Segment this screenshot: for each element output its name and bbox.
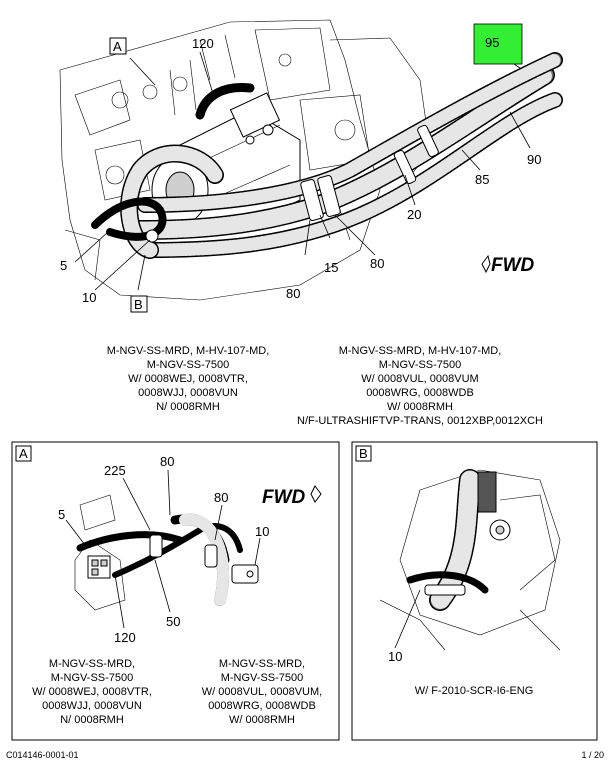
detail-b-marker: B (359, 446, 368, 461)
fwd-arrow: FWD (481, 254, 535, 276)
svg-text:N/ 0008RMH: N/ 0008RMH (60, 714, 124, 726)
svg-text:N/ 0008RMH: N/ 0008RMH (156, 401, 220, 413)
svg-text:M-NGV-SS-MRD, M-HV-107-MD,: M-NGV-SS-MRD, M-HV-107-MD, (339, 345, 502, 357)
detail-a-caption-right: M-NGV-SS-MRD, M-NGV-SS-7500 W/ 0008VUL, … (202, 658, 322, 726)
svg-text:M-NGV-SS-7500: M-NGV-SS-7500 (147, 359, 230, 371)
svg-text:0008WJJ, 0008VUN: 0008WJJ, 0008VUN (42, 700, 142, 712)
view-b-marker-box (130, 295, 148, 313)
detail-a-fwd-arrow: FWD (262, 485, 322, 508)
main-caption-right: M-NGV-SS-MRD, M-HV-107-MD, M-NGV-SS-7500… (297, 345, 543, 427)
svg-text:W/ 0008WEJ, 0008VTR,: W/ 0008WEJ, 0008VTR, (32, 686, 152, 698)
svg-text:W/ 0008VUL, 0008VUM: W/ 0008VUL, 0008VUM (361, 373, 478, 385)
detail-a-panel: A 225 (11, 441, 340, 741)
callout-80-right: 80 (370, 256, 384, 271)
svg-text:W/ 0008RMH: W/ 0008RMH (229, 714, 295, 726)
detail-a-callout-80-mid: 80 (214, 490, 228, 505)
callout-5: 5 (60, 258, 67, 273)
cable-5-drawing (91, 197, 167, 241)
detail-b-drawing (379, 469, 561, 651)
main-illustration: A B 95 120 90 85 20 80 15 80 5 10 FWD (59, 19, 563, 313)
svg-text:M-NGV-SS-7500: M-NGV-SS-7500 (221, 672, 304, 684)
callout-120: 120 (192, 36, 214, 51)
detail-b-caption: W/ F-2010-SCR-I6-ENG (415, 685, 534, 697)
view-a-marker-box (109, 37, 127, 55)
view-a-marker: A (113, 39, 122, 54)
callout-85: 85 (475, 172, 489, 187)
callout-80-left: 80 (286, 286, 300, 301)
detail-a-marker: A (19, 446, 28, 461)
detail-a-callout-50: 50 (166, 614, 180, 629)
footer-page: 1 / 20 (581, 750, 604, 760)
svg-text:0008WRG, 0008WDB: 0008WRG, 0008WDB (366, 387, 474, 399)
detail-a-callout-225: 225 (104, 463, 126, 478)
detail-a-leaders (65, 469, 261, 629)
callout-95-highlight (473, 23, 523, 65)
cable-120-drawing (195, 82, 255, 120)
detail-a-callout-120: 120 (114, 630, 136, 645)
svg-text:W/ 0008VUL, 0008VUM,: W/ 0008VUL, 0008VUM, (202, 686, 322, 698)
view-b-marker: B (134, 297, 143, 312)
callout-20: 20 (407, 207, 421, 222)
detail-b-leader-10 (394, 589, 421, 649)
callout-95: 95 (485, 35, 499, 50)
callout-90: 90 (527, 152, 541, 167)
clamps-drawing (145, 124, 439, 243)
callout-10: 10 (82, 290, 96, 305)
svg-text:FWD: FWD (491, 255, 535, 276)
svg-text:M-NGV-SS-7500: M-NGV-SS-7500 (51, 672, 134, 684)
callout-15: 15 (324, 260, 338, 275)
detail-a-callout-5: 5 (58, 507, 65, 522)
svg-text:M-NGV-SS-MRD,: M-NGV-SS-MRD, (219, 658, 305, 670)
main-leaders (74, 51, 531, 291)
svg-text:FWD: FWD (262, 487, 306, 508)
svg-text:0008WJJ, 0008VUN: 0008WJJ, 0008VUN (138, 387, 238, 399)
detail-a-callout-10: 10 (255, 524, 269, 539)
main-caption-left: M-NGV-SS-MRD, M-HV-107-MD, M-NGV-SS-7500… (107, 345, 270, 413)
svg-text:M-NGV-SS-7500: M-NGV-SS-7500 (379, 359, 462, 371)
svg-text:N/F-ULTRASHIFTVP-TRANS, 0012XB: N/F-ULTRASHIFTVP-TRANS, 0012XBP,0012XCH (297, 415, 543, 427)
detail-b-callout-10: 10 (388, 649, 402, 664)
detail-b-braided-sleeve (477, 471, 497, 513)
svg-text:M-NGV-SS-MRD,: M-NGV-SS-MRD, (49, 658, 135, 670)
footer-doc-id: C014146-0001-01 (6, 750, 79, 760)
detail-a-caption-left: M-NGV-SS-MRD, M-NGV-SS-7500 W/ 0008WEJ, … (32, 658, 152, 726)
svg-text:0008WRG, 0008WDB: 0008WRG, 0008WDB (208, 700, 316, 712)
svg-text:M-NGV-SS-MRD, M-HV-107-MD,: M-NGV-SS-MRD, M-HV-107-MD, (107, 345, 270, 357)
svg-text:W/ 0008WEJ, 0008VTR,: W/ 0008WEJ, 0008VTR, (128, 373, 248, 385)
svg-text:W/ 0008RMH: W/ 0008RMH (387, 401, 453, 413)
detail-b-panel: B 10 W/ F-2010-SCR-I6-ENG (351, 441, 598, 741)
detail-a-callout-80-top: 80 (160, 454, 174, 469)
detail-a-drawing (74, 494, 259, 611)
